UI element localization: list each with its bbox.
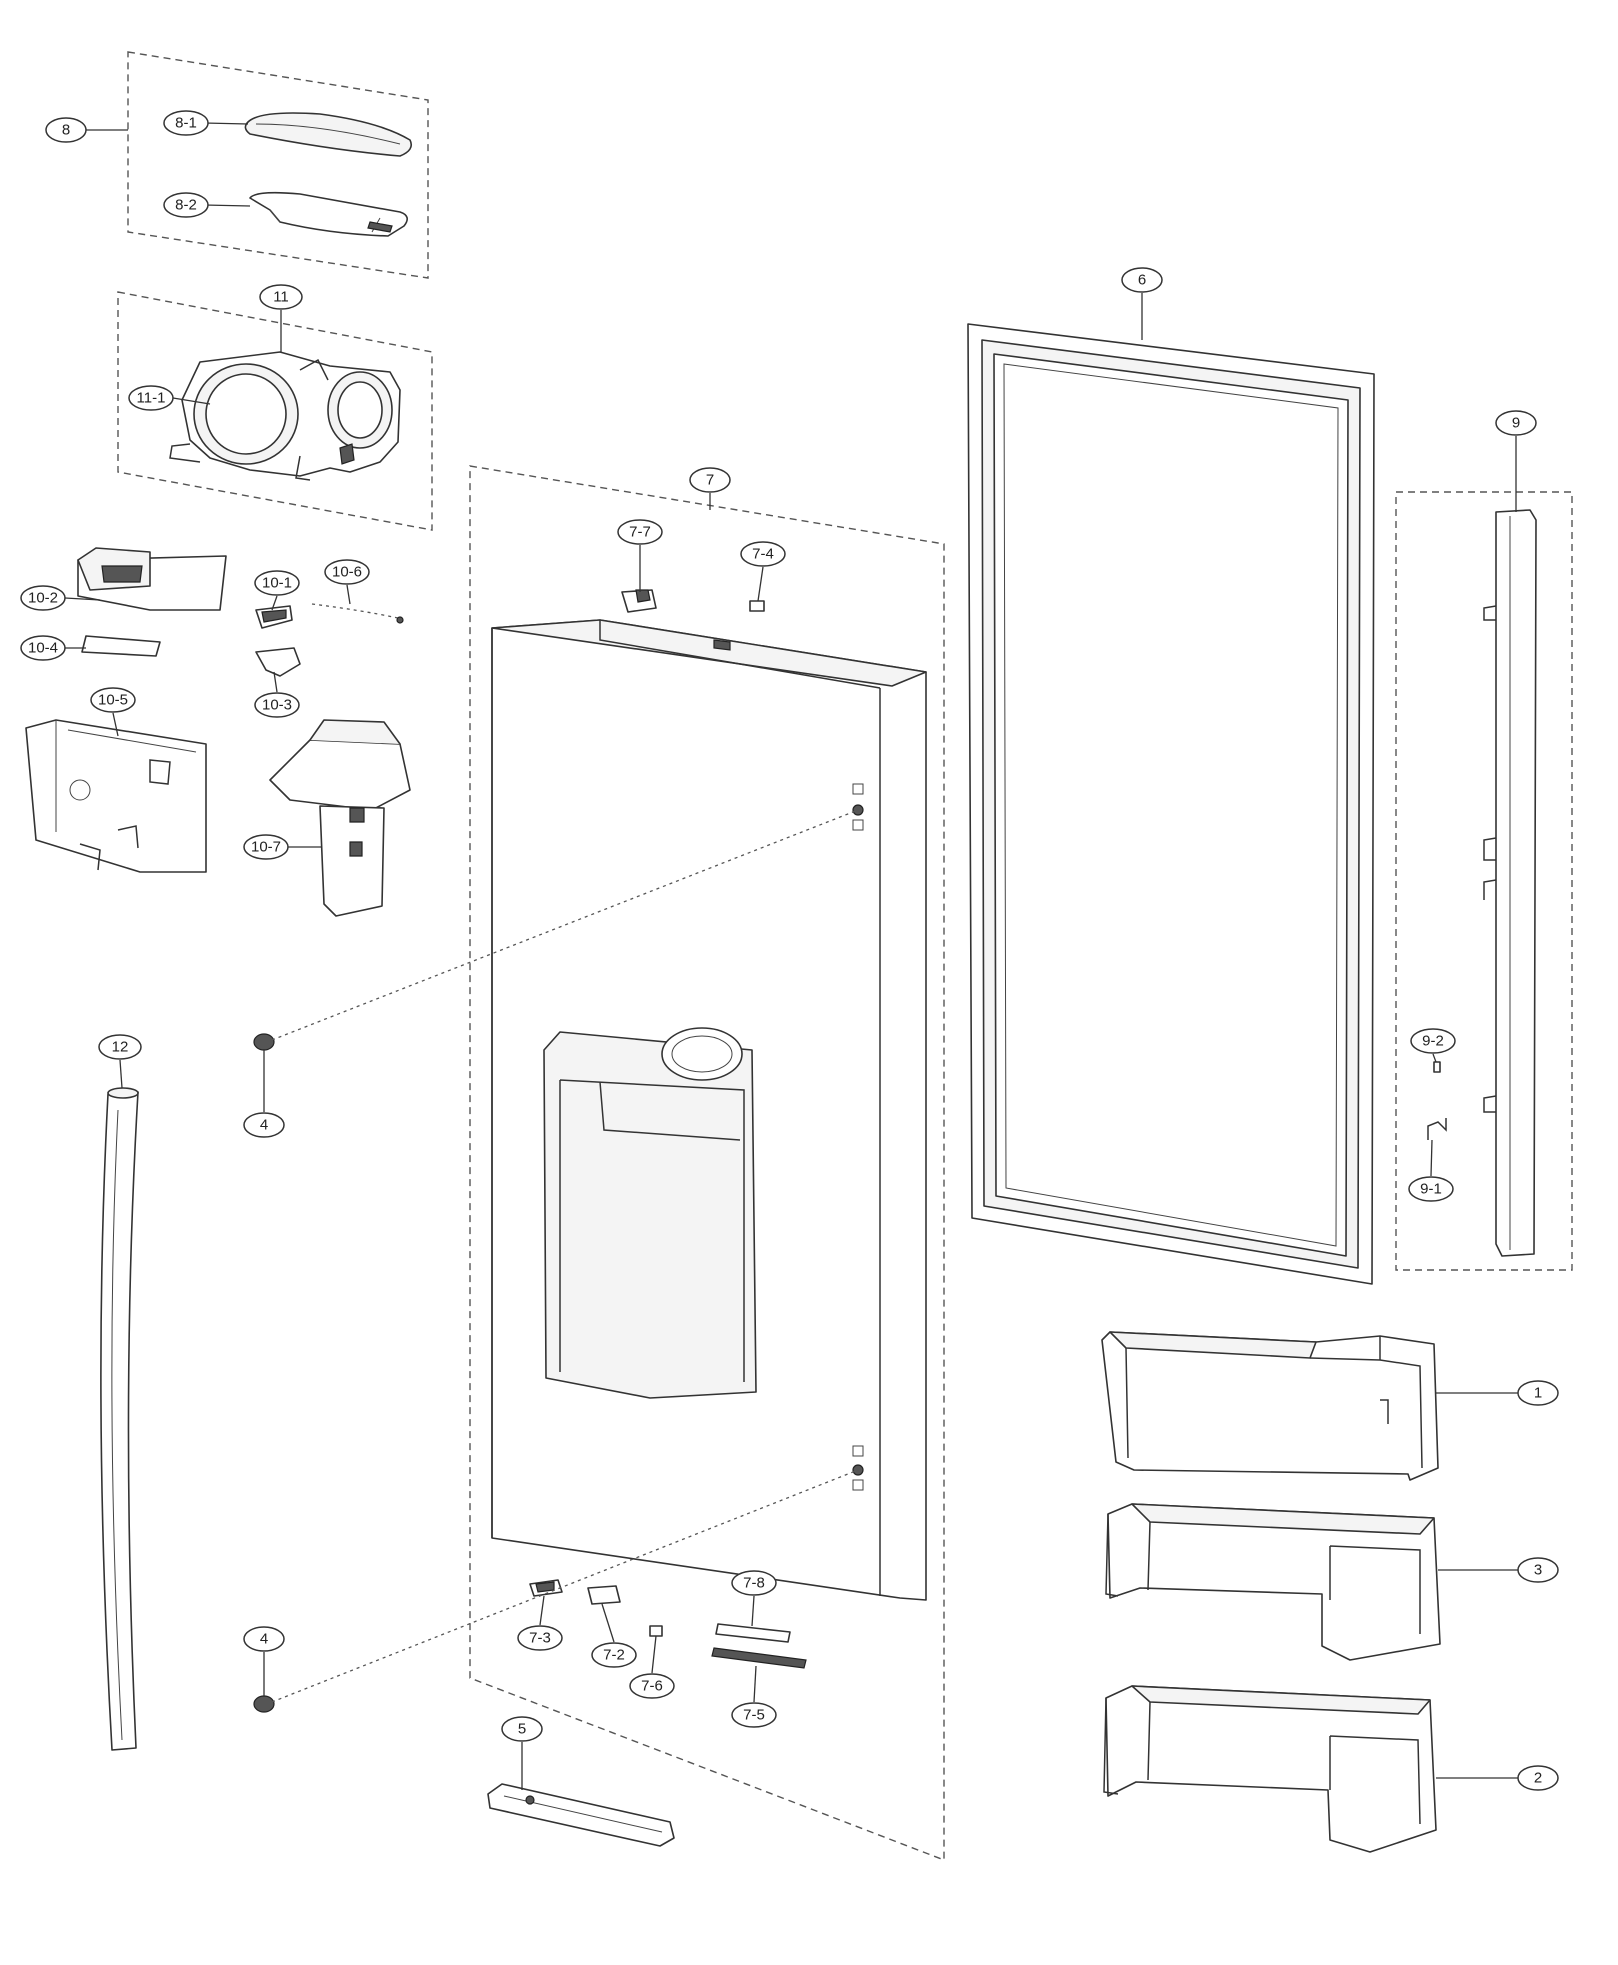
callout-8-1: 8-1 bbox=[163, 110, 209, 136]
callout-7-3-text: 7-3 bbox=[529, 1630, 551, 1647]
callout-7-2: 7-2 bbox=[591, 1642, 637, 1668]
callout-4-upper: 4 bbox=[243, 1112, 285, 1138]
callout-10-6: 10-6 bbox=[324, 559, 370, 585]
callout-7-6: 7-6 bbox=[629, 1673, 675, 1699]
callout-2: 2 bbox=[1517, 1765, 1559, 1791]
callout-7-4-text: 7-4 bbox=[752, 546, 774, 563]
part-8-1-lid bbox=[244, 112, 413, 157]
part-6-door-gasket bbox=[967, 323, 1375, 1285]
callout-7-text: 7 bbox=[706, 472, 714, 489]
group-8-box bbox=[127, 51, 429, 279]
callout-5-text: 5 bbox=[518, 1721, 526, 1738]
callout-11-1-text: 11-1 bbox=[137, 390, 166, 407]
callout-10-4-text: 10-4 bbox=[28, 640, 58, 657]
callout-7-6-text: 7-6 bbox=[641, 1678, 663, 1695]
callout-1: 1 bbox=[1517, 1380, 1559, 1406]
callout-8-1-text: 8-1 bbox=[175, 115, 197, 132]
callout-7-8-text: 7-8 bbox=[743, 1575, 765, 1592]
part-1-door-bin bbox=[1101, 1331, 1439, 1481]
group-11-box bbox=[117, 291, 433, 531]
callout-10-2: 10-2 bbox=[20, 585, 66, 611]
callout-11-text: 11 bbox=[273, 289, 289, 306]
callout-4-lower: 4 bbox=[243, 1626, 285, 1652]
callout-10-7-text: 10-7 bbox=[251, 839, 281, 856]
callout-4-upper-text: 4 bbox=[260, 1117, 268, 1134]
callout-7-7-text: 7-7 bbox=[629, 524, 651, 541]
part-7-6-cap bbox=[649, 1625, 663, 1637]
part-9-cap-decoration bbox=[1483, 509, 1537, 1257]
part-9-1-clip bbox=[1427, 1118, 1447, 1140]
callout-10-6-text: 10-6 bbox=[332, 564, 362, 581]
callout-9: 9 bbox=[1495, 410, 1537, 436]
callout-7-2-text: 7-2 bbox=[603, 1647, 625, 1664]
group-9-box bbox=[1395, 491, 1573, 1271]
callout-3-text: 3 bbox=[1534, 1562, 1542, 1579]
part-12-handle bbox=[100, 1087, 139, 1751]
callout-3: 3 bbox=[1517, 1557, 1559, 1583]
callout-10-4: 10-4 bbox=[20, 635, 66, 661]
part-10-1-lever bbox=[255, 605, 293, 629]
callout-10-1: 10-1 bbox=[254, 570, 300, 596]
callout-8-2-text: 8-2 bbox=[175, 197, 197, 214]
part-7-door-outer bbox=[491, 619, 927, 1601]
callout-11-1: 11-1 bbox=[128, 385, 174, 411]
callout-9-1: 9-1 bbox=[1408, 1176, 1454, 1202]
callout-7-3: 7-3 bbox=[517, 1625, 563, 1651]
part-10-5-dispenser-panel bbox=[25, 719, 207, 873]
part-2-door-bin bbox=[1103, 1685, 1437, 1853]
callout-10-5-text: 10-5 bbox=[98, 692, 128, 709]
callout-12: 12 bbox=[98, 1034, 142, 1060]
callout-7: 7 bbox=[689, 467, 731, 493]
callout-10-3-text: 10-3 bbox=[262, 697, 292, 714]
callout-7-8: 7-8 bbox=[731, 1570, 777, 1596]
callout-10-3: 10-3 bbox=[254, 692, 300, 718]
callout-9-2: 9-2 bbox=[1410, 1028, 1456, 1054]
callout-7-5: 7-5 bbox=[731, 1702, 777, 1728]
part-5-cover bbox=[487, 1783, 675, 1847]
callout-8-text: 8 bbox=[62, 122, 70, 139]
part-7-4-cap bbox=[749, 600, 765, 612]
part-11-ice-duct-assembly bbox=[169, 351, 401, 481]
part-10-4-cover bbox=[81, 635, 161, 657]
callout-9-1-text: 9-1 bbox=[1420, 1181, 1442, 1198]
part-9-2-screw bbox=[1433, 1061, 1441, 1073]
callout-5: 5 bbox=[501, 1716, 543, 1742]
part-10-2-housing bbox=[77, 547, 227, 611]
part-7-5-strip bbox=[711, 1647, 807, 1669]
callout-6: 6 bbox=[1121, 267, 1163, 293]
callout-10-2-text: 10-2 bbox=[28, 590, 58, 607]
part-7-2-block bbox=[587, 1585, 621, 1605]
callout-10-5: 10-5 bbox=[90, 687, 136, 713]
callout-7-7: 7-7 bbox=[617, 519, 663, 545]
callout-10-1-text: 10-1 bbox=[262, 575, 292, 592]
callout-8-2: 8-2 bbox=[163, 192, 209, 218]
part-10-6-spring bbox=[311, 603, 404, 624]
part-7-8-plate bbox=[715, 1623, 791, 1643]
part-8-2-tray bbox=[249, 191, 408, 237]
callout-6-text: 6 bbox=[1138, 272, 1146, 289]
part-3-door-bin bbox=[1105, 1503, 1441, 1661]
callout-2-text: 2 bbox=[1534, 1770, 1542, 1787]
part-10-7-chute bbox=[269, 719, 411, 917]
callout-9-2-text: 9-2 bbox=[1422, 1033, 1444, 1050]
callout-8: 8 bbox=[45, 117, 87, 143]
callout-7-5-text: 7-5 bbox=[743, 1707, 765, 1724]
callout-7-4: 7-4 bbox=[740, 541, 786, 567]
leader-lines bbox=[64, 122, 1530, 1790]
part-10-3-lever bbox=[255, 647, 301, 677]
callout-4-lower-text: 4 bbox=[260, 1631, 268, 1648]
callout-1-text: 1 bbox=[1534, 1385, 1542, 1402]
callout-12-text: 12 bbox=[112, 1039, 129, 1056]
part-7-3-hinge bbox=[529, 1579, 563, 1597]
callout-10-7: 10-7 bbox=[243, 834, 289, 860]
callout-11: 11 bbox=[259, 284, 303, 310]
callout-9-text: 9 bbox=[1512, 415, 1520, 432]
part-4-lower-screw bbox=[253, 1469, 859, 1713]
part-7-7-hinge-block bbox=[621, 589, 657, 613]
